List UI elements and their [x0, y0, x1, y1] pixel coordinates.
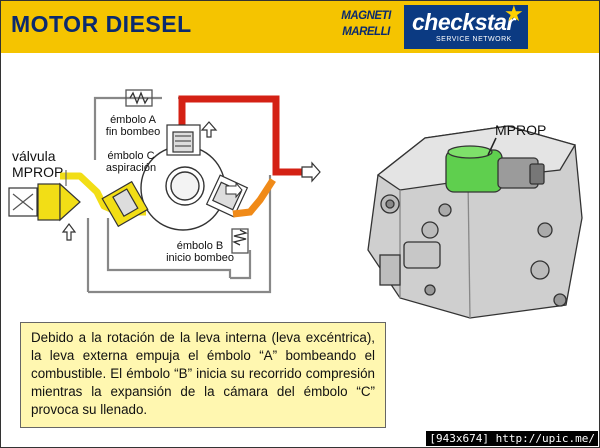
header-bar: MOTOR DIESEL MAGNETI MARELLI checkstar ★… [1, 1, 599, 53]
outlet-arrow-icon [200, 121, 321, 183]
logo-line-2: MARELLI [342, 26, 390, 38]
piston-b-label-line-1: émbolo B [176, 240, 224, 252]
piston-a-label-line-1: émbolo A [110, 114, 156, 126]
piston-a-label: émbolo A fin bombeo [98, 114, 168, 138]
page-title: MOTOR DIESEL [11, 11, 192, 37]
logo-line-1: MAGNETI [341, 10, 391, 22]
piston-b-label: émbolo B inicio bombeo [160, 240, 240, 264]
piston-c-label: émbolo C aspiración [96, 150, 166, 174]
inlet-arrow-icon [61, 223, 77, 241]
piston-c-label-line-2: aspiración [105, 162, 157, 174]
piston-a [166, 124, 201, 156]
pumping-line [232, 178, 276, 218]
explanation-text: Debido a la rotación de la leva interna … [31, 330, 375, 417]
explanation-box: Debido a la rotación de la leva interna … [20, 322, 386, 428]
spring-icon [125, 89, 249, 254]
valve-mprop [8, 170, 81, 222]
high-pressure-line [178, 95, 304, 176]
piston-a-label-line-2: fin bombeo [105, 126, 161, 138]
watermark[interactable]: [943x674] http://upic.me/ [426, 431, 598, 446]
cam-assembly [140, 145, 226, 231]
star-icon: ★ [504, 1, 524, 26]
flow-arrow-icon [225, 181, 243, 199]
piston-b-label-line-2: inicio bombeo [166, 252, 234, 264]
checkstar-subtitle: SERVICE NETWORK [436, 36, 512, 43]
pump-diagram [8, 89, 583, 319]
mprop-label: MPROP [495, 122, 547, 138]
magneti-marelli-logo: MAGNETI MARELLI [338, 8, 394, 48]
pump-illustration [367, 125, 583, 319]
valve-label: válvula MPROP [12, 148, 82, 180]
checkstar-name: checkstar [412, 9, 515, 35]
piston-c [101, 180, 149, 228]
piston-c-label-line-1: émbolo C [107, 150, 155, 162]
valve-label-line-1: válvula [12, 148, 56, 164]
valve-label-line-2: MPROP [12, 164, 64, 180]
checkstar-logo: checkstar ★ SERVICE NETWORK [404, 1, 528, 49]
